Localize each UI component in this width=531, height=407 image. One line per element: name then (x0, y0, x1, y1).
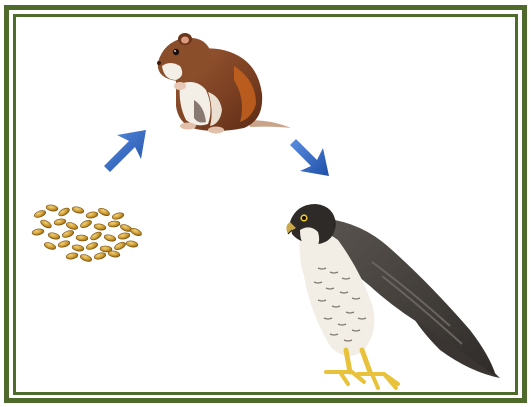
seed-grain (97, 207, 110, 218)
seed-grain (79, 253, 92, 263)
seed-grain (46, 204, 59, 212)
seed-grain (54, 218, 67, 226)
seed-grain (65, 221, 78, 231)
falcon-icon (286, 204, 500, 388)
arrow-hamster-to-falcon (290, 139, 329, 176)
seed-grain (85, 241, 98, 251)
seed-grain (108, 250, 121, 258)
seed-grain (47, 232, 60, 241)
seed-grain (43, 241, 56, 251)
seed-grain (89, 230, 102, 241)
seed-grain (72, 244, 85, 252)
seed-grain (57, 240, 70, 249)
seed-grain (86, 211, 99, 219)
arrow-seeds-to-hamster (104, 130, 146, 172)
seed-grain (103, 234, 116, 243)
seed-grain (129, 227, 142, 238)
seed-grain (61, 229, 74, 239)
seed-grain (79, 219, 92, 230)
seed-grain (57, 206, 70, 217)
seed-grain (118, 232, 131, 240)
seed-grain (94, 223, 107, 231)
seed-grain (76, 234, 88, 241)
seeds-icon (32, 204, 143, 263)
seed-grain (66, 252, 79, 260)
seed-grain (93, 252, 106, 261)
seed-grain (111, 212, 124, 221)
seed-grain (108, 220, 120, 227)
seed-grain (32, 228, 45, 236)
seed-grain (113, 241, 126, 252)
seed-grain (71, 206, 84, 215)
hamster-icon (157, 33, 291, 134)
seed-grain (39, 218, 52, 229)
seed-grain (126, 240, 139, 248)
seed-grain (33, 209, 46, 219)
